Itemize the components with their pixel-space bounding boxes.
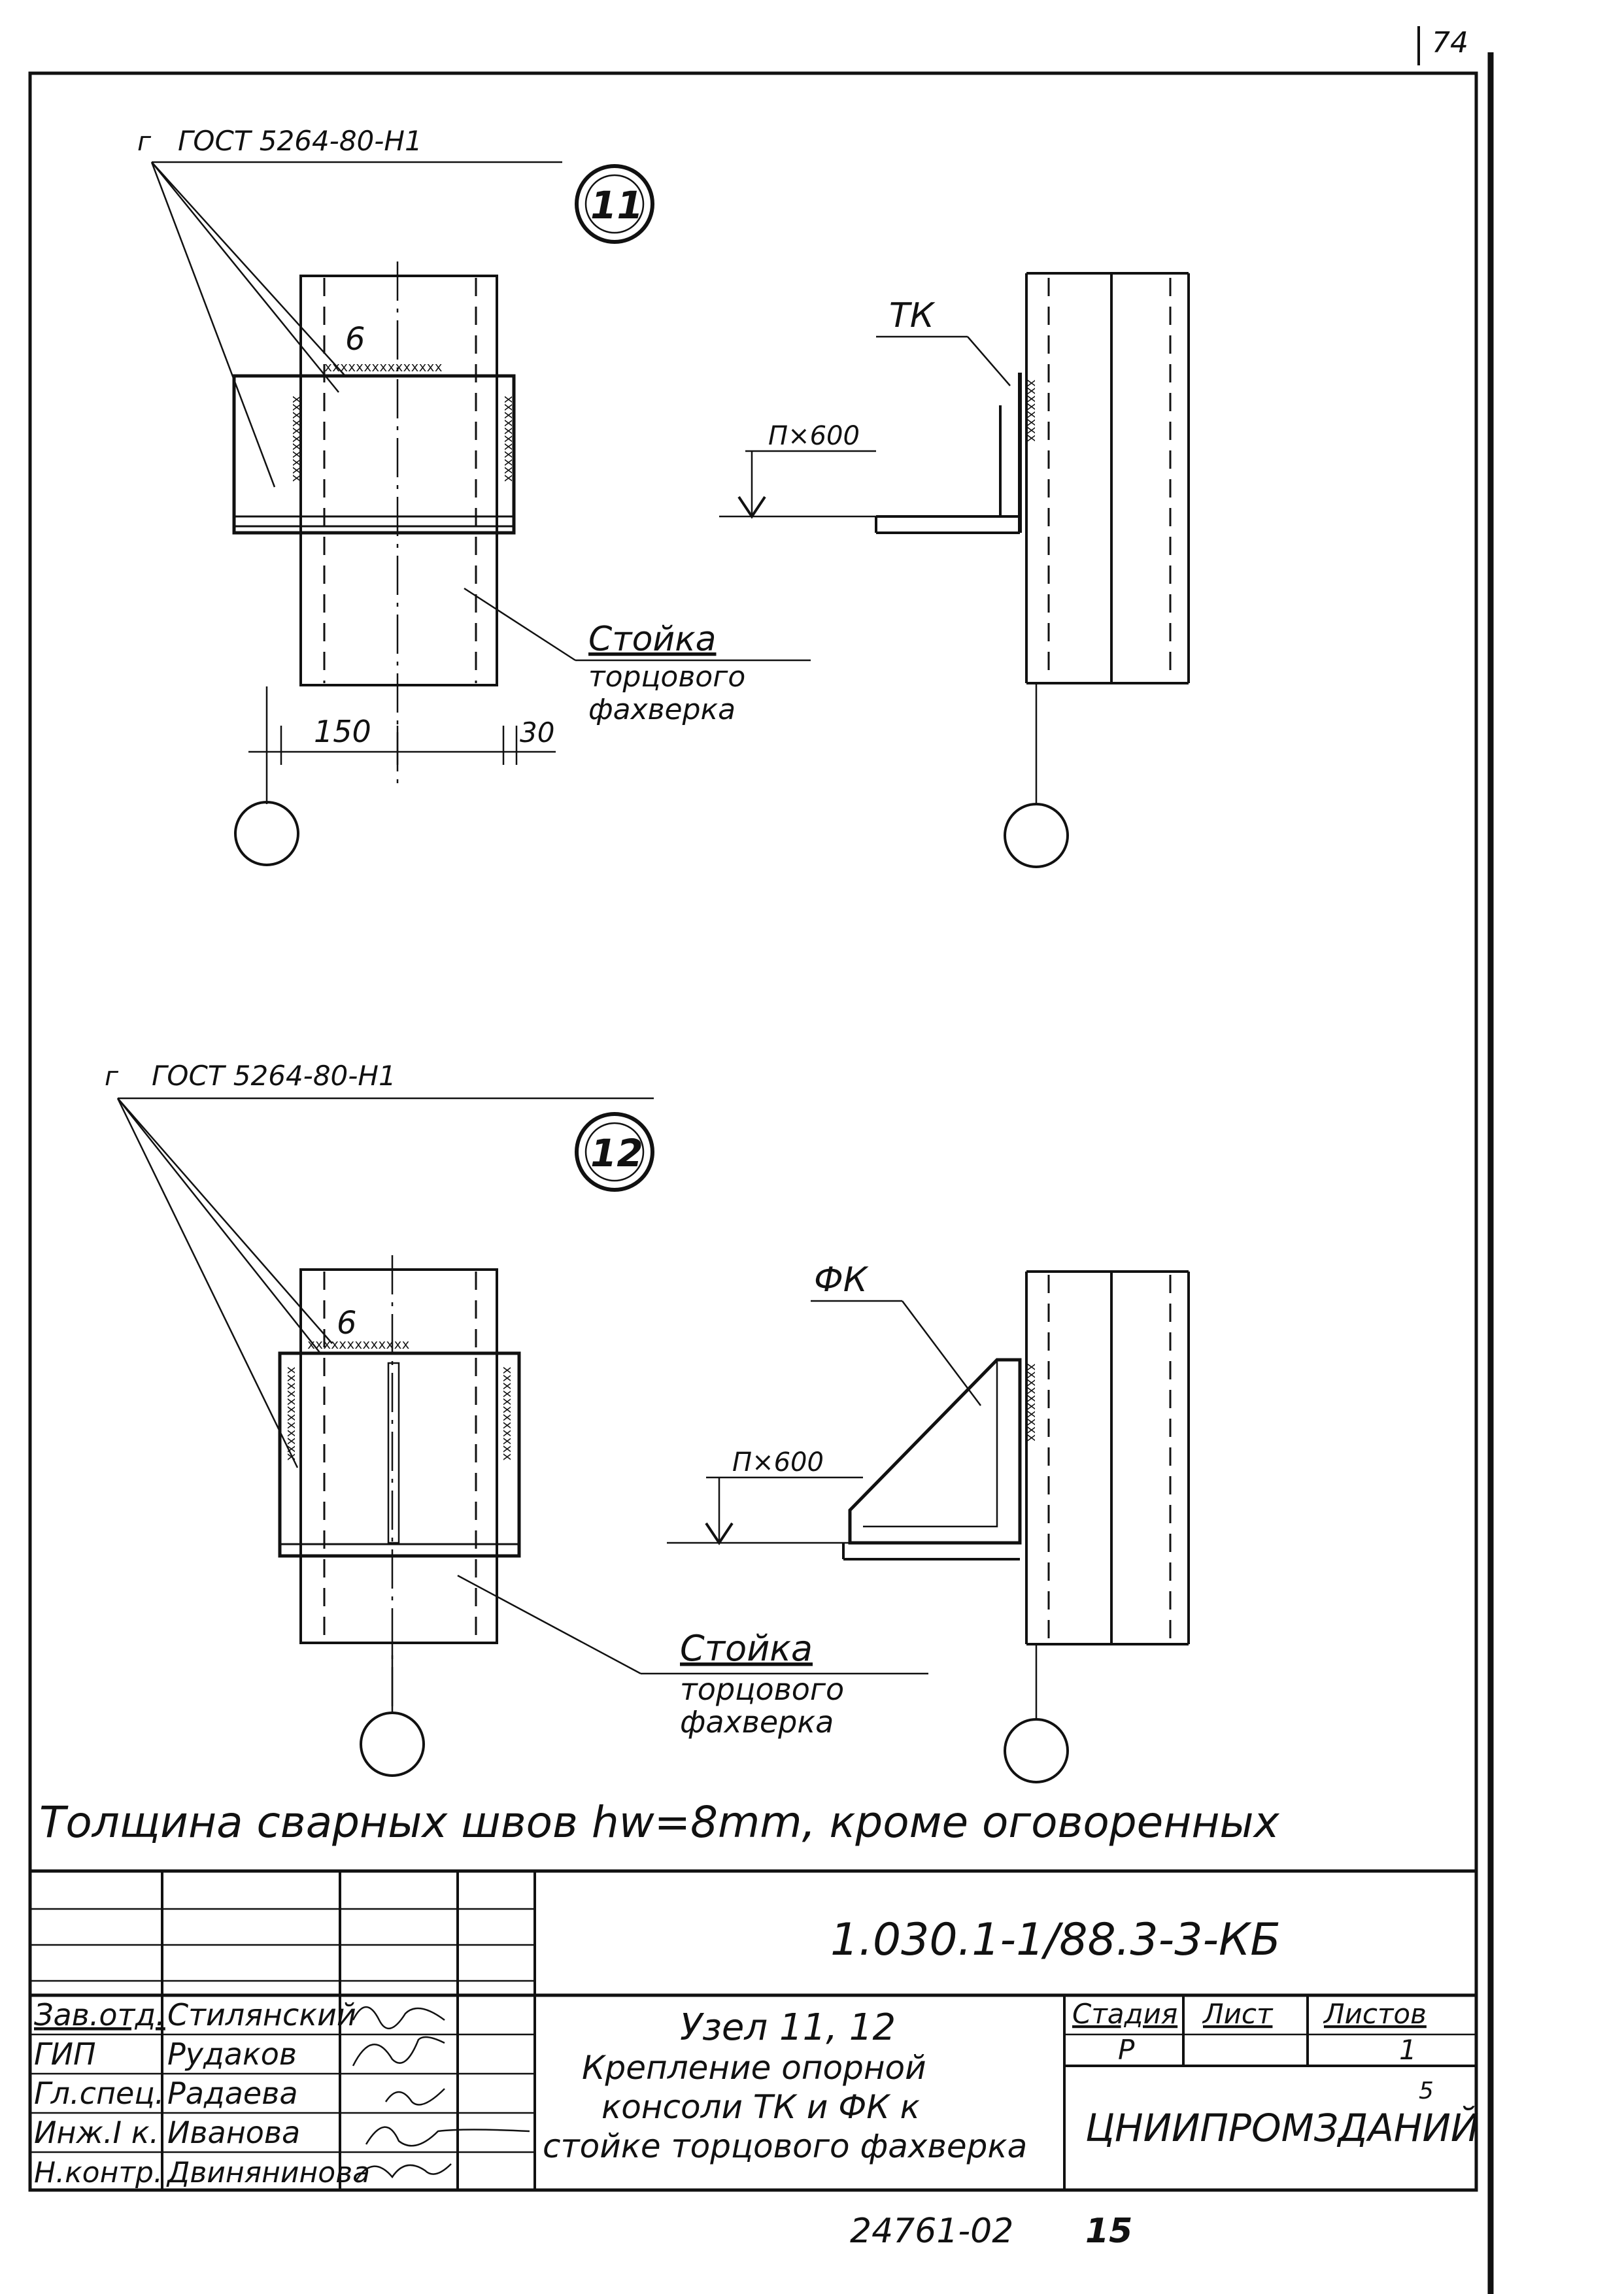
node11-axis-bubble	[234, 801, 299, 866]
sheet-title-1: Узел 11, 12	[680, 2006, 896, 2049]
node11-side-label: ТК	[889, 296, 936, 335]
signature-5	[355, 2163, 452, 2181]
node12-gost-prefix: г	[105, 1062, 119, 1092]
node11-number: 11	[590, 183, 643, 228]
node11-dim-left: 150	[314, 714, 371, 749]
node11-side-axis-bubble	[1004, 803, 1069, 868]
signer-role-5: Н.контр.	[34, 2156, 163, 2189]
node12-side-label: ФК	[814, 1260, 869, 1300]
welds-note: Толщина сварных швов hw=8mm, кроме огово…	[39, 1797, 1280, 1847]
signature-2	[352, 2036, 445, 2066]
signature-3	[384, 2088, 445, 2106]
signer-name-5: Двиняниновa	[166, 2156, 370, 2189]
svg-text:xxxxxxxxxxxxx: xxxxxxxxxxxxx	[307, 1336, 410, 1352]
svg-text:xxxxxxxxxxx: xxxxxxxxxxx	[290, 396, 305, 482]
sheets-value: 1	[1399, 2034, 1417, 2066]
signer-role-1: Зав.отд.	[34, 1997, 165, 2033]
signer-name-4: Иванова	[167, 2115, 300, 2150]
organization-index: 5	[1419, 2078, 1434, 2104]
node12-callout-1: Стойка	[680, 1628, 813, 1669]
stage-value: Р	[1118, 2034, 1135, 2066]
node-12-drawing: г ГОСТ 5264-80-Н1 12 xxxxxxxxxxxxx xxxxx…	[105, 1060, 1190, 1783]
svg-text:xxxxxxxxxxxxxxx: xxxxxxxxxxxxxxx	[324, 359, 443, 375]
svg-text:xxxxxxxxxxxx: xxxxxxxxxxxx	[500, 1366, 516, 1461]
sheet-corner-number: 74	[1432, 26, 1468, 59]
node12-side-dim: П×600	[732, 1447, 824, 1477]
drawing-frame	[28, 71, 1478, 2192]
node12-number: 12	[590, 1131, 643, 1175]
sheet-title-3: консоли ТК и ФК к	[601, 2088, 920, 2126]
node11-callout-1: Стойка	[588, 620, 716, 659]
node12-axis-bubble	[360, 1712, 425, 1777]
node12-side-axis-bubble	[1004, 1718, 1069, 1783]
node11-side-dim: П×600	[768, 421, 860, 451]
svg-text:xxxxxxxxxxx: xxxxxxxxxxx	[501, 396, 517, 482]
signature-4	[365, 2126, 530, 2147]
sheet-title-2: Крепление опорной	[582, 2049, 926, 2087]
signer-name-2: Рудаков	[167, 2036, 297, 2072]
node11-callout-2: торцового	[588, 660, 745, 694]
sheet-title-4: стойке торцового фахверка	[543, 2127, 1027, 2165]
organization-name: ЦНИИПРОМЗДАНИЙ	[1085, 2105, 1479, 2150]
svg-text:xxxxxxxxxx: xxxxxxxxxx	[1024, 1363, 1040, 1442]
node12-gost-label: ГОСТ 5264-80-Н1	[152, 1060, 396, 1092]
node11-gost-label: ГОСТ 5264-80-Н1	[178, 125, 422, 157]
svg-text:xxxxxxxx: xxxxxxxx	[1024, 379, 1040, 442]
document-designation: 1.030.1-1/88.3-3-КБ	[830, 1914, 1281, 1966]
page-number: 15	[1085, 2212, 1132, 2251]
node-11-drawing: г ГОСТ 5264-80-Н1 11 xxxxxxxxxxxxxxx xxx…	[137, 125, 1190, 868]
signature-1	[352, 2006, 445, 2030]
signer-role-4: Инж.I к.	[34, 2115, 159, 2150]
signer-role-2: ГИП	[34, 2036, 96, 2072]
svg-text:xxxxxxxxxxxx: xxxxxxxxxxxx	[284, 1366, 300, 1461]
node11-gost-prefix: г	[137, 127, 152, 157]
node11-weld-size: 6	[345, 321, 365, 358]
node11-dim-right: 30	[520, 717, 554, 749]
node12-weld-size: 6	[337, 1305, 357, 1341]
sheet-header: Лист	[1202, 1998, 1274, 2030]
archive-number: 24761-02	[850, 2212, 1013, 2251]
node12-callout-2: торцового	[680, 1672, 844, 1707]
signer-name-3: Радаева	[167, 2076, 298, 2111]
signer-name-1: Стилянский	[167, 1997, 356, 2033]
node11-callout-3: фахверка	[588, 693, 736, 726]
node12-callout-3: фахверка	[680, 1704, 834, 1740]
title-block: 1.030.1-1/88.3-3-КБ Зав.отд. Стилянский …	[30, 1869, 1479, 2190]
signer-role-3: Гл.спец.	[34, 2076, 164, 2111]
sheets-header: Листов	[1323, 1998, 1427, 2030]
stage-header: Стадия	[1072, 1998, 1177, 2030]
